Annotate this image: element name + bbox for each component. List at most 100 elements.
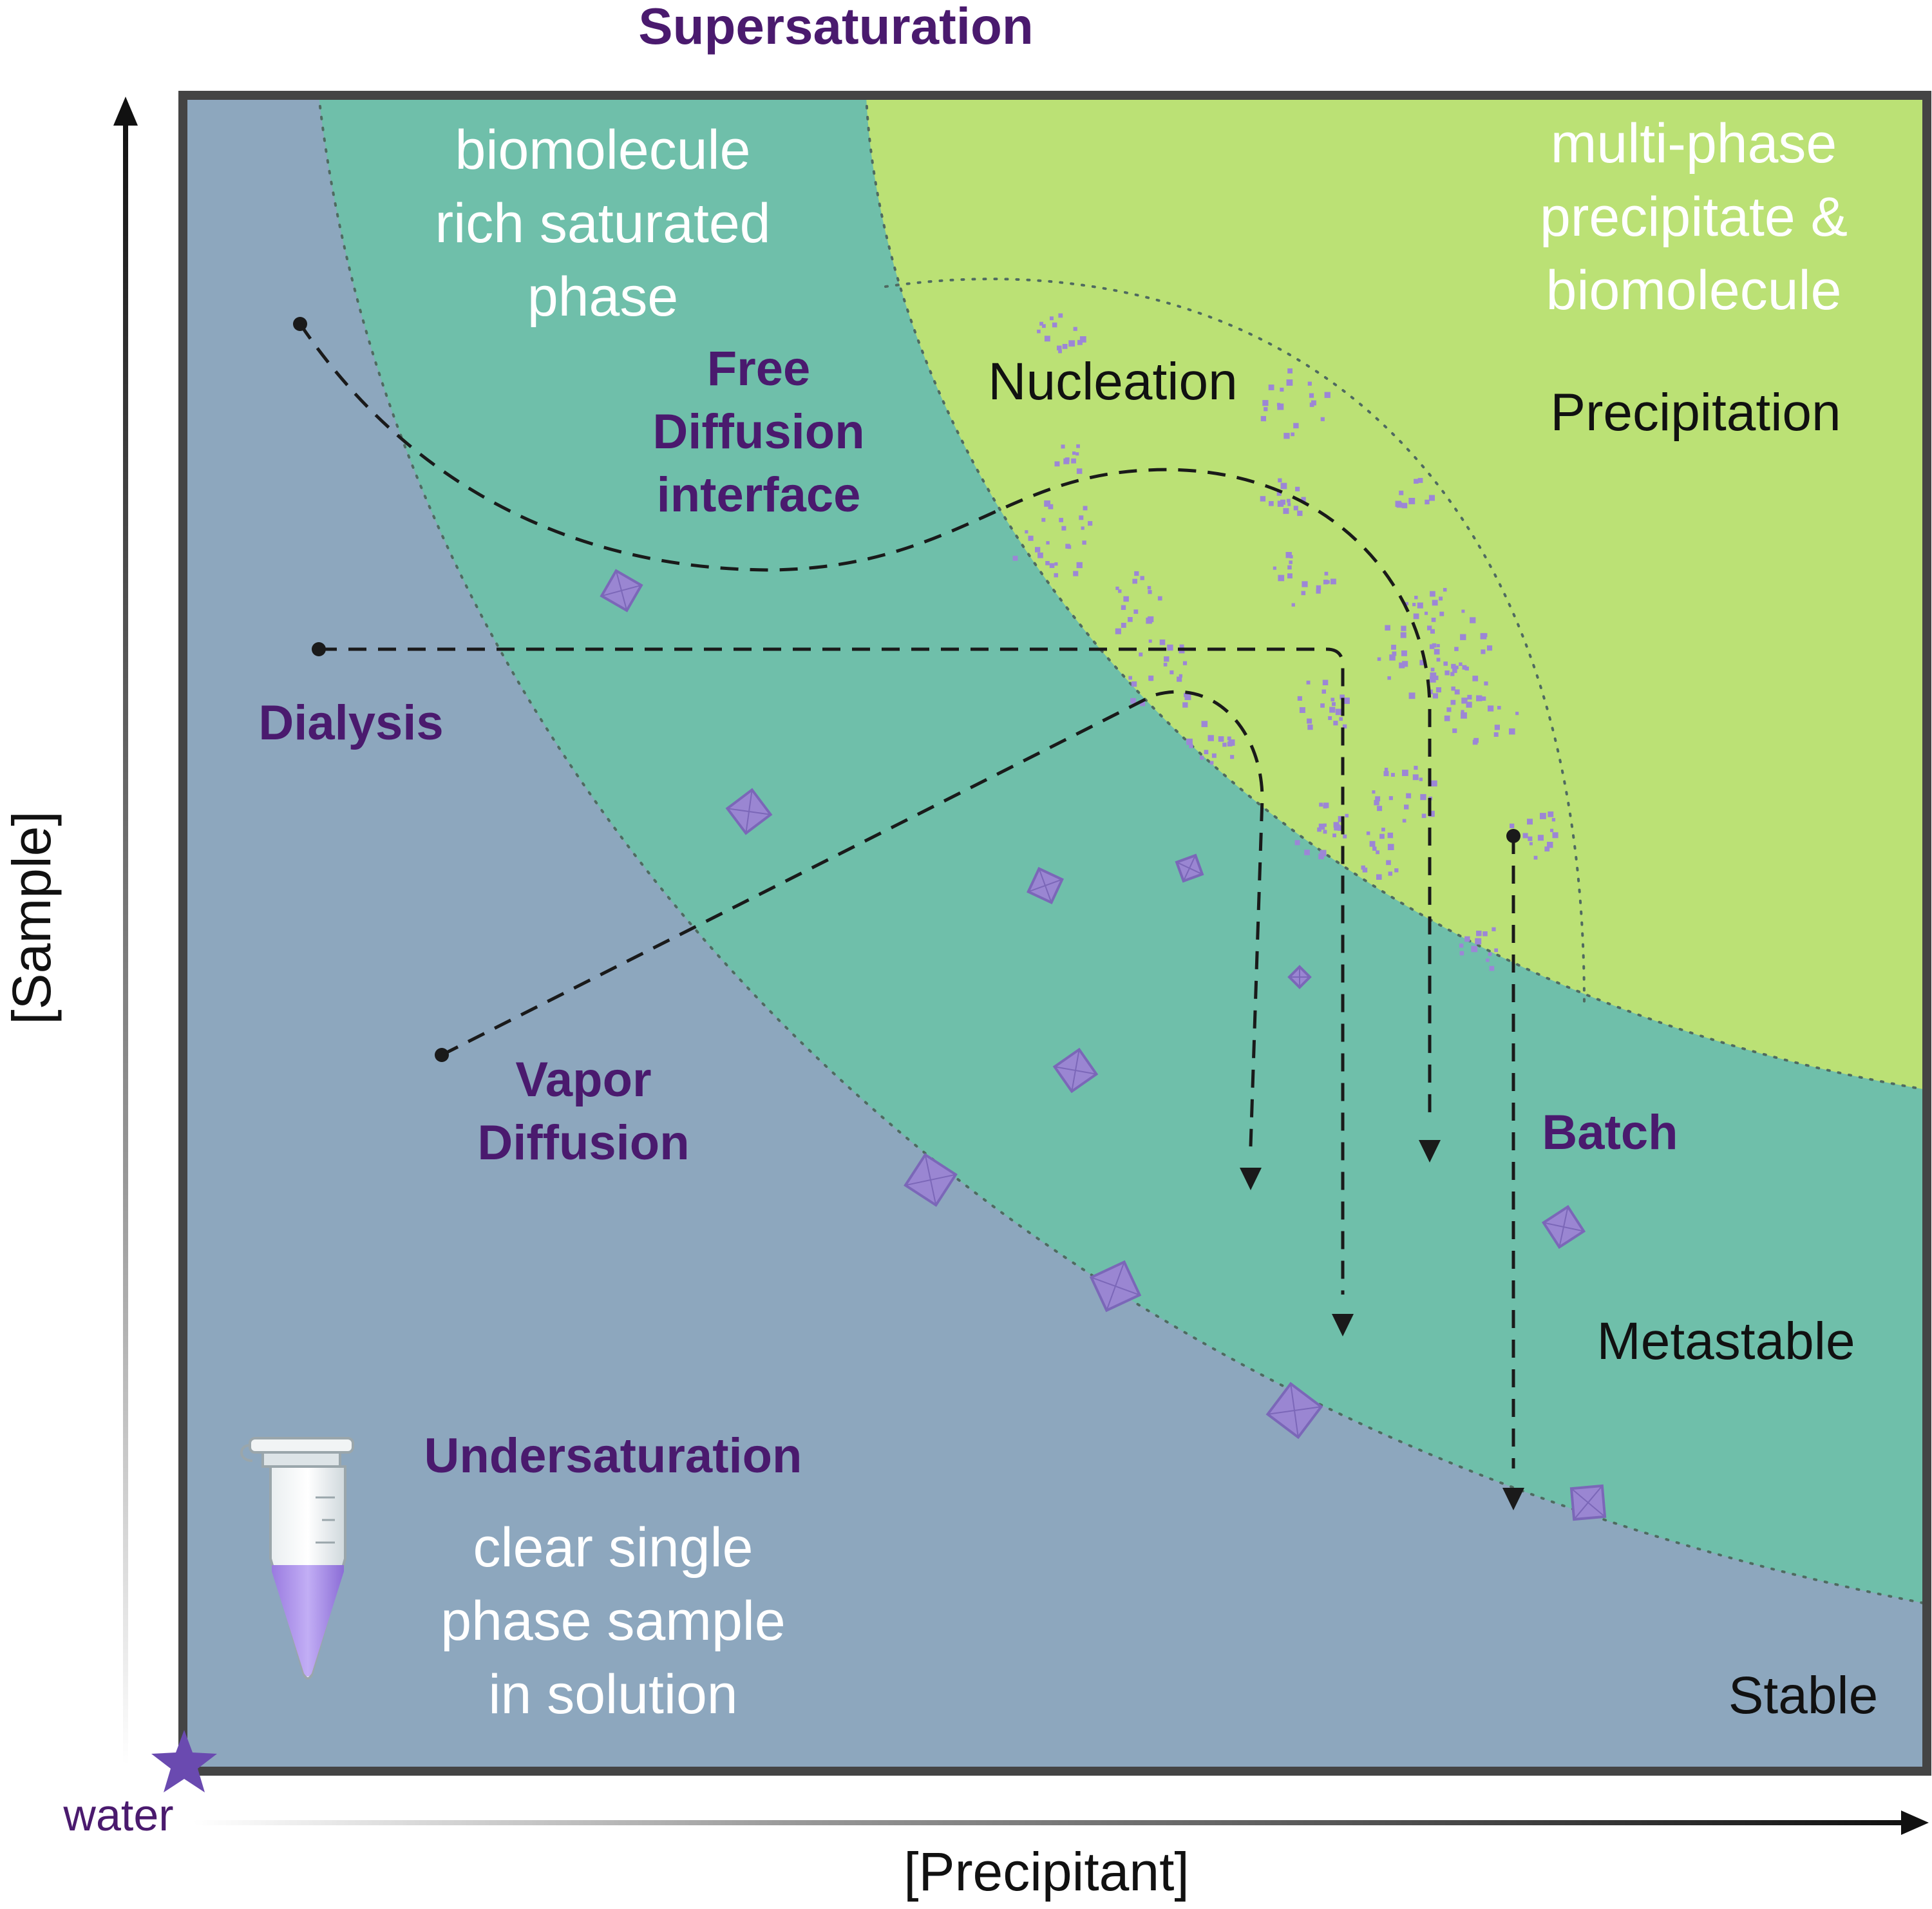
precipitate-speck	[1278, 575, 1285, 582]
precipitate-speck	[1287, 573, 1293, 579]
precipitate-speck	[1268, 385, 1274, 390]
precipitate-speck	[1369, 841, 1376, 847]
precipitate-speck	[1050, 316, 1054, 321]
precipitate-speck	[1320, 417, 1325, 421]
svg-text:Diffusion: Diffusion	[477, 1116, 689, 1170]
precipitate-speck	[1509, 728, 1515, 735]
precipitate-speck	[1201, 721, 1208, 727]
precipitate-speck	[1200, 755, 1204, 760]
precipitate-speck	[1414, 479, 1419, 484]
precipitate-speck	[1307, 724, 1313, 730]
svg-text:biomolecule: biomolecule	[455, 119, 751, 181]
precipitate-speck	[1333, 822, 1340, 828]
precipitate-speck	[1376, 850, 1379, 855]
metastable-label: Metastable	[1596, 1312, 1855, 1371]
crystal	[1027, 867, 1064, 904]
precipitate-speck	[1446, 707, 1452, 712]
precipitate-speck	[1430, 672, 1437, 679]
precipitate-speck	[1400, 632, 1406, 638]
precipitate-speck	[1459, 944, 1464, 948]
precipitate-speck	[1396, 502, 1403, 508]
crystal	[600, 569, 643, 613]
precipitate-speck	[1148, 590, 1152, 594]
crystal	[1287, 965, 1312, 989]
precipitate-speck	[1059, 518, 1063, 522]
precipitate-speck	[1326, 580, 1330, 584]
precipitate-speck	[1323, 830, 1327, 834]
precipitation-label: Precipitation	[1550, 383, 1841, 442]
svg-text:phase: phase	[527, 266, 678, 328]
precipitate-speck	[1323, 803, 1329, 808]
precipitate-speck	[1401, 502, 1408, 509]
precipitate-speck	[1461, 710, 1464, 714]
crystal	[725, 788, 773, 835]
plot-frame	[178, 91, 1931, 1776]
precipitate-speck	[1459, 662, 1463, 666]
precipitate-speck	[1402, 770, 1408, 776]
precipitate-speck	[1204, 750, 1209, 754]
precipitate-speck	[1028, 535, 1034, 541]
precipitate-speck	[1460, 634, 1466, 640]
batch-path	[1502, 829, 1524, 1510]
precipitate-speck	[1427, 625, 1432, 631]
precipitate-speck	[1287, 368, 1293, 374]
precipitate-speck	[1450, 699, 1456, 705]
precipitate-speck	[1522, 833, 1528, 839]
precipitate-speck	[1528, 836, 1533, 841]
precipitate-speck	[1552, 832, 1558, 839]
precipitate-speck	[1420, 793, 1426, 801]
precipitate-speck	[1147, 585, 1151, 590]
precipitate-speck	[1037, 552, 1043, 558]
precipitate-speck	[1140, 701, 1146, 707]
precipitate-speck	[1419, 660, 1425, 665]
precipitate-speck	[1402, 819, 1406, 823]
precipitate-speck	[1551, 818, 1556, 822]
precipitate-speck	[1054, 562, 1058, 566]
vapor-diffusion-path	[435, 690, 1264, 1190]
precipitate-speck	[1376, 874, 1382, 880]
precipitate-speck	[1473, 737, 1479, 743]
precipitate-speck	[1297, 696, 1302, 701]
x-axis-label: [Precipitant]	[904, 1841, 1189, 1902]
precipitate-speck	[1439, 611, 1444, 616]
precipitate-speck	[1372, 846, 1377, 851]
precipitate-speck	[1436, 658, 1441, 662]
svg-text:rich saturated: rich saturated	[435, 193, 770, 254]
precipitate-speck	[1057, 345, 1062, 351]
precipitate-speck	[1387, 676, 1391, 680]
precipitate-speck	[1452, 668, 1457, 673]
precipitate-speck	[1287, 502, 1291, 506]
precipitate-speck	[1280, 387, 1284, 392]
svg-text:Free: Free	[707, 341, 811, 396]
precipitate-speck	[1264, 407, 1268, 412]
precipitate-speck	[1324, 392, 1331, 398]
precipitate-speck	[1452, 728, 1457, 734]
precipitate-speck	[1046, 541, 1050, 545]
precipitate-speck	[1071, 458, 1076, 464]
precipitate-speck	[1319, 803, 1323, 807]
precipitate-speck	[1345, 813, 1349, 818]
precipitate-speck	[1276, 491, 1282, 496]
precipitate-speck	[1443, 661, 1448, 666]
precipitate-speck	[1073, 327, 1077, 331]
precipitate-speck	[1157, 596, 1162, 601]
precipitate-speck	[1320, 703, 1325, 708]
precipitate-speck	[1331, 578, 1336, 585]
precipitate-speck	[1332, 702, 1336, 707]
precipitate-speck	[1401, 650, 1407, 656]
precipitate-speck	[1432, 600, 1438, 606]
precipitate-speck	[1540, 813, 1546, 819]
precipitate-speck	[1476, 931, 1482, 936]
svg-text:in solution: in solution	[488, 1664, 737, 1725]
precipitate-speck	[1432, 693, 1438, 699]
precipitate-speck	[1041, 518, 1046, 522]
precipitate-speck	[1451, 663, 1456, 669]
precipitate-speck	[1414, 596, 1418, 600]
precipitate-speck	[1269, 501, 1274, 506]
precipitate-speck	[1343, 698, 1350, 704]
precipitate-speck	[1042, 324, 1046, 328]
precipitate-speck	[1366, 831, 1370, 835]
precipitate-speck	[1076, 562, 1083, 569]
precipitate-speck	[1209, 761, 1214, 765]
